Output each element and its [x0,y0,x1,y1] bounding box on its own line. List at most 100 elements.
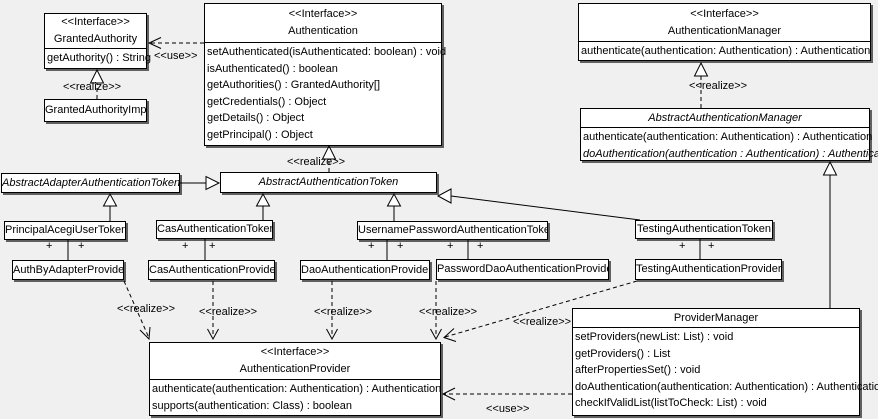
generalization-providermanager-to-abstractauthenticationmanager [822,160,838,308]
method: supports(authentication: Class) : boolea… [152,399,352,412]
method: getAuthorities() : GrantedAuthority[] [207,79,381,92]
class-name: GrantedAuthorityImpl [45,104,146,116]
use-authentication-to-grantedauthority [147,37,204,49]
class-name: PasswordDaoAuthenticationProvider [437,263,608,275]
class-title: AbstractAuthenticationManager [581,109,869,128]
class-auth-by-adapter-provider: AuthByAdapterProvider [12,260,124,280]
class-name: UsernamePasswordAuthenticationToken [358,224,547,236]
method: setProviders(newList: List) : void [575,331,734,343]
method: checkIfValidList(listToCheck: List) : vo… [575,397,767,410]
class-name: PrincipalAcegiUserToken [5,224,125,236]
generalization-usernamepasswordtoken-to-abstracttoken [386,192,402,221]
method: getDetails() : Object [207,112,305,125]
plus-label: + [182,240,189,252]
plus-label: + [397,240,404,252]
realize-label: <<realize>> [689,80,748,92]
realize-daoprovider-to-authenticationprovider [326,281,338,341]
method: setAuthenticated(isAuthenticated: boolea… [207,46,447,58]
plus-label: + [477,240,484,252]
class-name: TestingAuthenticationProvider [636,263,781,275]
class-name: DaoAuthenticationProvider [301,263,429,276]
generalization-testingtoken-to-abstracttoken [436,188,641,221]
interface-stereotype: <<Interface>> [288,8,358,20]
generalization-principaltoken-to-abstractadaptertoken [102,192,118,221]
realize-label: <<realize>> [199,306,258,318]
class-name: CasAuthenticationToken [157,223,272,235]
plus-label: + [368,240,375,252]
class-principal-acegi-user-token: PrincipalAcegiUserToken [4,221,126,240]
class-name: AuthenticationProvider [239,363,351,375]
generalization-abstractadaptertoken-to-abstracttoken [180,175,221,191]
plus-label: + [447,240,454,252]
class-name: GrantedAuthority [53,33,138,45]
use-label: <<use>> [486,403,530,415]
realize-abstracttoken-to-authentication [321,144,337,172]
class-username-password-authentication-token: UsernamePasswordAuthenticationToken [357,221,548,240]
interface-stereotype: <<Interface>> [690,7,759,20]
class-dao-authentication-provider: DaoAuthenticationProvider [300,260,430,280]
class-name: AbstractAuthenticationManager [648,111,802,124]
realize-label: <<realize>> [314,306,373,318]
class-name: TestingAuthenticationToken [637,223,771,235]
method: isAuthenticated() : boolean [207,62,338,75]
plus-label: + [679,240,686,252]
class-authentication-provider: <<Interface>> AuthenticationProvider aut… [149,342,441,416]
class-granted-authority: <<Interface>> GrantedAuthority getAuthor… [44,13,151,69]
class-title: <<Interface>> AuthenticationManager [579,4,870,42]
plus-label: + [78,240,85,252]
class-authentication: <<Interface>> Authentication setAuthenti… [204,3,447,146]
method: doAuthentication(authentication : Authen… [583,147,878,160]
class-name: AbstractAdapterAuthenticationToken [2,176,179,189]
realize-grantedauthorityimpl-to-grantedauthority [89,68,105,99]
realize-label: <<realize>> [117,303,176,315]
realize-label: <<realize>> [513,316,572,328]
realize-abstractauthenticationmanager-to-authenticationmanager [693,61,709,108]
method: authenticate(authentication: Authenticat… [152,383,442,395]
method: doAuthentication(authentication: Authent… [575,380,878,393]
class-granted-authority-impl: GrantedAuthorityImpl [44,99,147,122]
class-title: ProviderManager [573,309,859,328]
realize-label: <<realize>> [419,306,478,318]
method: authenticate(authentication: Authenticat… [583,131,873,143]
class-name: ProviderManager [673,311,759,324]
method: getProviders() : List [575,347,671,360]
class-name: CasAuthenticationProvider [149,263,274,276]
realize-passworddaoprovider-to-authenticationprovider [430,281,442,341]
method: getAuthority() : String [47,52,151,64]
class-abstract-authentication-token: AbstractAuthenticationToken [220,172,437,193]
class-title: <<Interface>> GrantedAuthority [45,14,146,49]
class-name: AbstractAuthenticationToken [258,176,399,188]
use-label: <<use>> [154,50,198,62]
class-abstract-adapter-authentication-token: AbstractAdapterAuthenticationToken [1,173,180,193]
class-provider-manager: ProviderManager setProviders(newList: Li… [572,308,878,416]
class-name: AuthenticationManager [667,24,782,37]
realize-testingprovider-to-authenticationprovider [443,280,638,342]
use-providermanager-to-authenticationprovider [441,387,572,401]
plus-label: + [209,240,216,252]
class-title: <<Interface>> AuthenticationProvider [150,343,440,380]
class-testing-authentication-provider: TestingAuthenticationProvider [635,259,782,280]
method: authenticate(authentication: Authenticat… [581,45,871,57]
class-title: <<Interface>> Authentication [205,4,441,43]
plus-label: + [708,240,715,252]
method: getPrincipal() : Object [207,128,313,141]
method: getCredentials() : Object [207,95,327,108]
class-name: AuthByAdapterProvider [13,263,123,276]
realize-label: <<realize>> [63,81,122,93]
realize-label: <<realize>> [287,156,346,168]
class-password-dao-authentication-provider: PasswordDaoAuthenticationProvider [436,259,609,280]
method: afterPropertiesSet() : void [575,364,701,377]
interface-stereotype: <<Interface>> [61,16,130,28]
class-abstract-authentication-manager: AbstractAuthenticationManager authentica… [580,108,878,161]
interface-stereotype: <<Interface>> [260,346,330,358]
realize-casprovider-to-authenticationprovider [207,281,219,341]
class-cas-authentication-provider: CasAuthenticationProvider [148,260,275,280]
generalization-castoken-to-abstracttoken [255,192,271,220]
class-authentication-manager: <<Interface>> AuthenticationManager auth… [578,3,871,61]
plus-label: + [46,240,53,252]
class-name: Authentication [288,25,358,37]
realize-authbyadapterprovider-to-authenticationprovider [123,280,151,341]
class-cas-authentication-token: CasAuthenticationToken [156,220,273,239]
